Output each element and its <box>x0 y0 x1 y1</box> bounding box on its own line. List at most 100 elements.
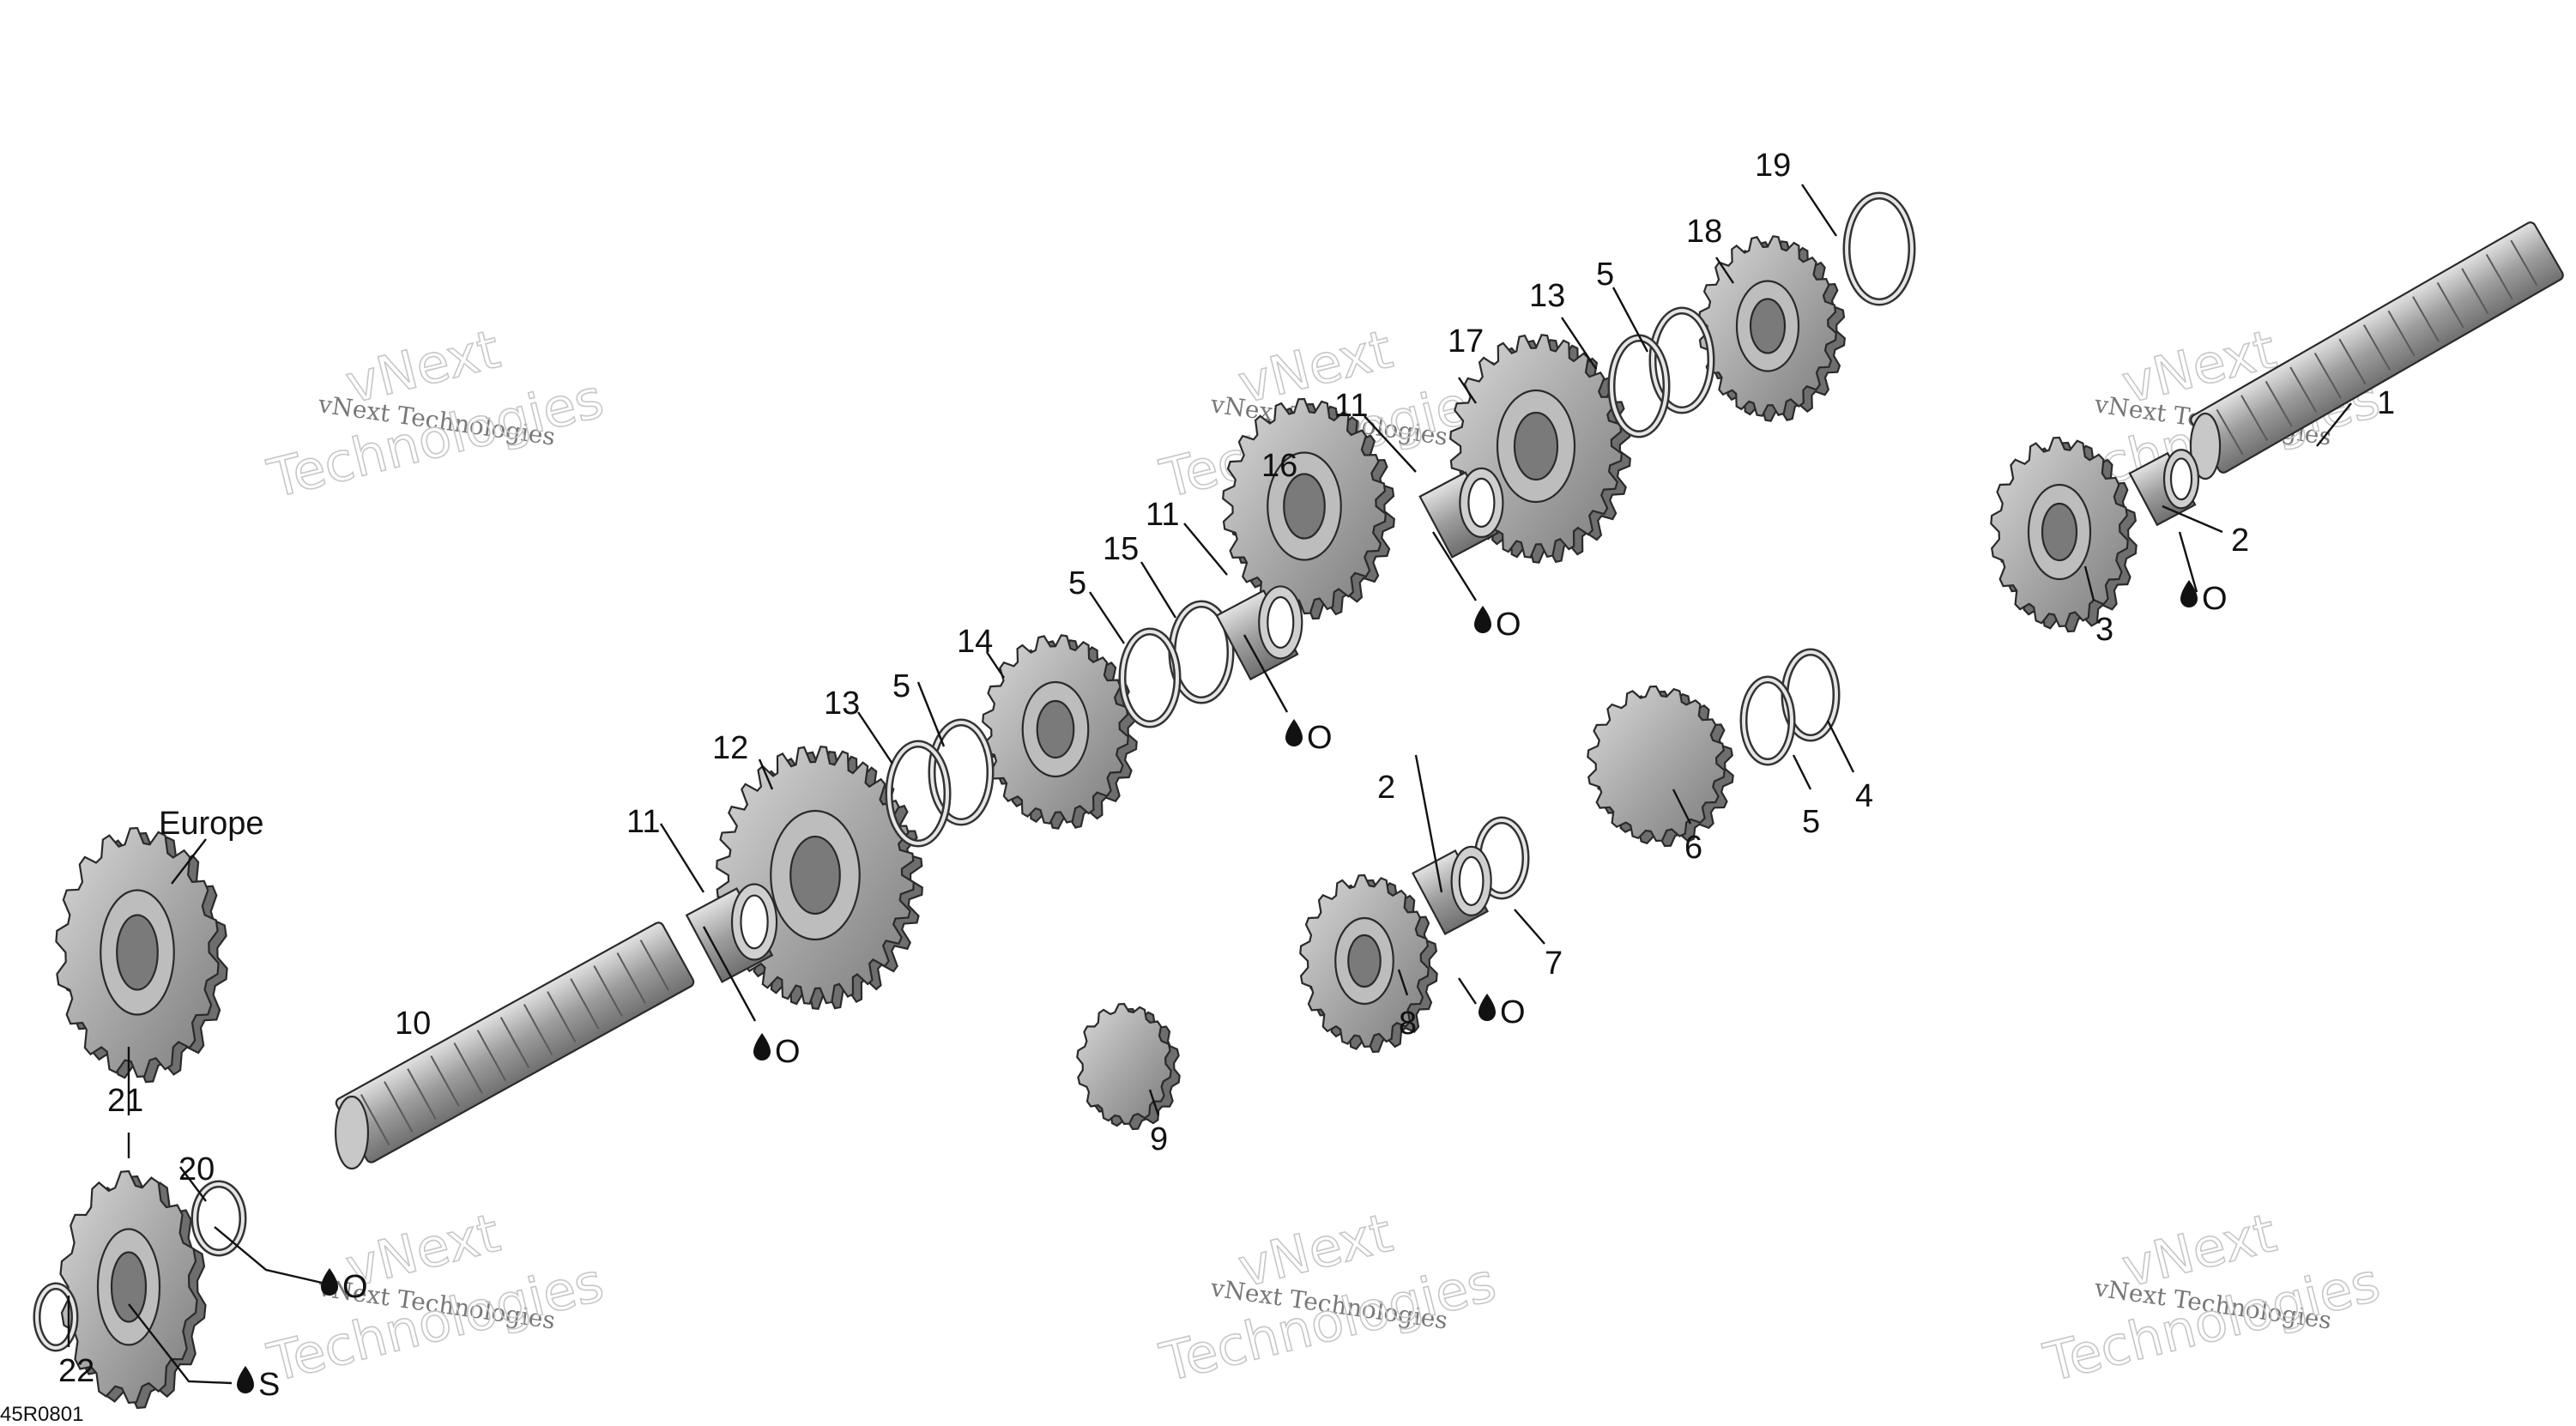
shaft-1-spline <box>2313 353 2342 399</box>
leader-7 <box>1514 909 1545 945</box>
callout-4: 4 <box>1855 778 1873 814</box>
sprocket-21-bore <box>110 1251 148 1323</box>
callout-17: 17 <box>1448 323 1484 360</box>
leader-2a-oil <box>2178 531 2198 593</box>
shaft-10-spline <box>360 1094 390 1145</box>
oil-drop-icon <box>321 1268 338 1296</box>
leader-9 <box>1148 1089 1160 1116</box>
shaft-1-spline <box>2289 366 2318 414</box>
washer-5a-highlight <box>930 721 992 824</box>
callout-11b: 11 <box>1146 497 1179 533</box>
leader-17 <box>1458 377 1477 404</box>
leader-19 <box>1801 184 1837 237</box>
leader-5b <box>1089 591 1125 644</box>
grease-drop-icon <box>237 1366 254 1393</box>
bushing-11a-bore <box>740 894 769 950</box>
oil-letter: O <box>1496 607 1521 643</box>
lubrication-symbols: O O O O O O S <box>237 580 2228 1403</box>
callout-12: 12 <box>712 730 748 766</box>
leader-lines <box>67 184 2352 1385</box>
washer-5c-highlight <box>1651 309 1713 412</box>
shaft-10-spline <box>384 1081 414 1133</box>
gear-9 <box>1076 1002 1172 1126</box>
leader-8 <box>1397 969 1409 996</box>
circlip-22-highlight <box>35 1284 76 1350</box>
callout-1: 1 <box>2377 385 2395 421</box>
shaft-1-spline <box>2485 254 2513 300</box>
bushing-11c-bore <box>1467 477 1496 529</box>
leader-2b-oil <box>1458 977 1477 1005</box>
shaft-1-spline <box>2510 239 2538 287</box>
leader-14 <box>986 651 1005 679</box>
leader-2a <box>2162 505 2223 534</box>
gear-8-bore <box>1347 934 1382 988</box>
leader-12 <box>758 758 774 790</box>
callout-19: 19 <box>1755 148 1791 184</box>
sprocket-europe-bore <box>116 914 159 991</box>
shaft-10-spline <box>570 978 600 1030</box>
shaft-1-spline <box>2216 408 2244 456</box>
leader-13a <box>857 711 893 764</box>
shaft-10-spline <box>593 965 623 1017</box>
leader-6 <box>1672 789 1692 825</box>
shaft-1-spline <box>2240 395 2269 441</box>
oil-drop-icon <box>1474 606 1491 633</box>
leader-5a <box>916 681 946 747</box>
callout-20: 20 <box>178 1151 215 1187</box>
callout-6: 6 <box>1684 830 1702 866</box>
shaft-10-spline <box>639 940 669 991</box>
oil-letter: O <box>342 1269 368 1305</box>
watermark-center-bottom: vNext vNext Technologies Technologies <box>1153 1200 1503 1394</box>
callout-13a: 13 <box>824 686 860 722</box>
shaft-10-spline <box>453 1042 483 1094</box>
leader-11b-oil <box>1243 634 1289 713</box>
callout-18: 18 <box>1686 214 1722 250</box>
callout-10: 10 <box>395 1006 431 1042</box>
callout-16: 16 <box>1261 448 1297 484</box>
shaft-1-spline <box>2412 296 2440 342</box>
oil-symbol: O <box>321 1268 368 1305</box>
shaft-10-spline <box>499 1017 530 1068</box>
shaft-10-spline <box>430 1055 460 1107</box>
callout-2b: 2 <box>1377 770 1395 806</box>
shaft-10-spline <box>547 991 577 1042</box>
oil-symbol: O <box>1474 606 1521 643</box>
gear-14-bore <box>1036 699 1075 759</box>
figure-code: 45R0801 <box>0 1403 83 1426</box>
oil-letter: O <box>775 1034 801 1070</box>
leader-11a-oil <box>702 926 757 1022</box>
leader-1 <box>2316 402 2352 447</box>
oil-drop-icon <box>1285 719 1303 746</box>
shaft-1-spline <box>2387 310 2416 357</box>
oil-drop-icon <box>2180 580 2198 607</box>
callout-5a: 5 <box>892 668 910 704</box>
leader-20 <box>179 1166 207 1202</box>
callout-21: 21 <box>107 1083 143 1119</box>
gear-17-bore <box>1513 411 1559 481</box>
shaft-10-spline <box>523 1004 553 1055</box>
leader-15 <box>1140 561 1177 619</box>
bushing-11b-bore <box>1267 595 1295 649</box>
washer-13a-highlight <box>887 742 949 845</box>
leader-sprocket-grease <box>128 1303 233 1385</box>
watermark-left-top: vNext vNext Technologies Technologies <box>261 317 610 511</box>
leader-11c <box>1364 415 1417 473</box>
oil-symbol: O <box>753 1033 801 1070</box>
washer-13b-highlight <box>1610 336 1668 436</box>
shaft-1-spline <box>2338 338 2367 385</box>
shaft-10-end <box>335 1095 370 1170</box>
oil-drop-icon <box>1478 994 1496 1021</box>
callout-11a: 11 <box>626 804 660 840</box>
shaft-1-spline <box>2362 324 2392 371</box>
callout-9: 9 <box>1150 1121 1168 1157</box>
callout-15: 15 <box>1103 531 1139 567</box>
washer-5b-highlight <box>1121 630 1179 726</box>
parts-layer <box>33 191 2564 1410</box>
gear-3-bore <box>2041 502 2078 562</box>
gear-6 <box>1587 685 1726 843</box>
oil-letter: O <box>1500 994 1526 1030</box>
oil-symbol: O <box>2180 580 2228 617</box>
watermark-left-bottom: vNext vNext Technologies Technologies <box>261 1200 610 1394</box>
